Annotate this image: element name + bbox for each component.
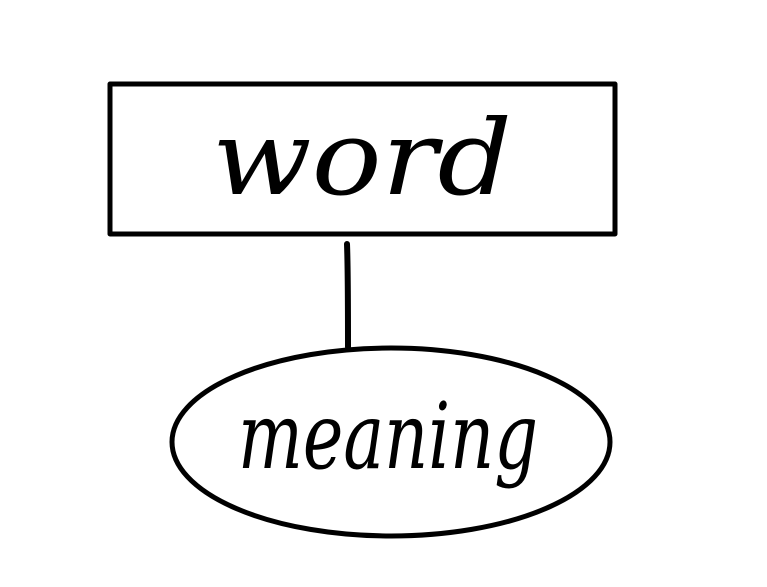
word-box [107, 81, 618, 237]
meaning-label: meaning [238, 383, 538, 490]
meaning-node: meaning [169, 345, 613, 539]
word-label: word [212, 97, 512, 219]
connector-line [344, 241, 351, 350]
meaning-ellipse [169, 345, 613, 539]
word-node: word [107, 81, 618, 237]
